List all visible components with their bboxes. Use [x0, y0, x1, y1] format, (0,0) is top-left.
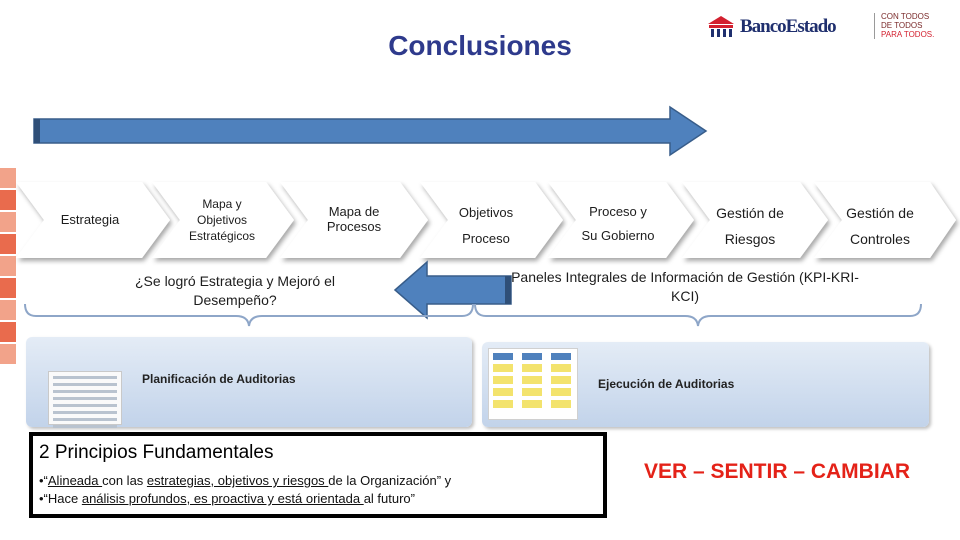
principle-keyword: estrategias, objetivos y riesgos: [147, 473, 328, 488]
step-line: Controles: [828, 226, 932, 252]
step-line: Estrategia: [61, 212, 120, 227]
step-gestion-riesgos: Gestión de Riesgos: [698, 200, 802, 252]
principle-keyword: análisis profundos, es proactiva y está …: [82, 491, 364, 506]
principle-keyword: Alineada: [48, 473, 102, 488]
step-line: Objetivos: [434, 200, 538, 226]
bancoestado-logo: BancoEstado CON TODOS DE TODOS PARA TODO…: [706, 10, 946, 44]
ejecucion-panel: Ejecución de Auditorias: [482, 342, 929, 427]
step-line: Procesos: [302, 219, 406, 234]
bank-building-icon: [706, 15, 736, 41]
step-objetivos-proceso: Objetivos Proceso: [434, 200, 538, 252]
logo-tagline: CON TODOS DE TODOS PARA TODOS.: [881, 12, 934, 39]
right-brace: [472, 300, 924, 330]
planificacion-panel: Planificación de Auditorias: [26, 337, 472, 427]
logo-divider: [874, 13, 875, 39]
step-line: Su Gobierno: [566, 224, 670, 248]
ejecucion-label: Ejecución de Auditorias: [598, 377, 734, 391]
step-line: Estratégicos: [170, 228, 274, 244]
principle-text: al futuro”: [364, 491, 415, 506]
planificacion-label: Planificación de Auditorias: [142, 372, 296, 386]
principle-line-2: •“Hace análisis profundos, es proactiva …: [39, 490, 597, 508]
principles-box: 2 Principios Fundamentales •“Alineada co…: [29, 432, 607, 518]
motto-text: VER – SENTIR – CAMBIAR: [622, 460, 932, 484]
left-brace: [22, 300, 476, 330]
step-line: Proceso y: [566, 200, 670, 224]
step-line: Proceso: [434, 226, 538, 252]
step-mapa-procesos: Mapa de Procesos: [302, 204, 406, 234]
step-mapa-objetivos: Mapa y Objetivos Estratégicos: [170, 196, 274, 244]
principles-heading: 2 Principios Fundamentales: [39, 442, 597, 464]
step-line: Gestión de: [828, 200, 932, 226]
bullet: •“Hace: [39, 491, 82, 506]
step-line: Mapa de: [302, 204, 406, 219]
timeline-arrow-icon: [30, 105, 708, 157]
execution-diagram-thumbnail: [488, 348, 578, 420]
step-line: Objetivos: [170, 212, 274, 228]
step-gestion-controles: Gestión de Controles: [828, 200, 932, 252]
principle-text: de la Organización” y: [328, 473, 451, 488]
bullet: •“: [39, 473, 48, 488]
logo-tagline-3: PARA TODOS.: [881, 30, 934, 39]
logo-name: BancoEstado: [740, 16, 836, 38]
step-line: Gestión de: [698, 200, 802, 226]
logo-tagline-1: CON TODOS: [881, 12, 934, 21]
principle-text: con las: [102, 473, 147, 488]
step-estrategia: Estrategia: [40, 212, 140, 227]
step-line: Riesgos: [698, 226, 802, 252]
planning-document-thumbnail: [48, 371, 122, 425]
principle-line-1: •“Alineada con las estrategias, objetivo…: [39, 472, 597, 490]
step-proceso-gobierno: Proceso y Su Gobierno: [566, 200, 670, 248]
step-line: Mapa y: [170, 196, 274, 212]
logo-tagline-2: DE TODOS: [881, 21, 934, 30]
